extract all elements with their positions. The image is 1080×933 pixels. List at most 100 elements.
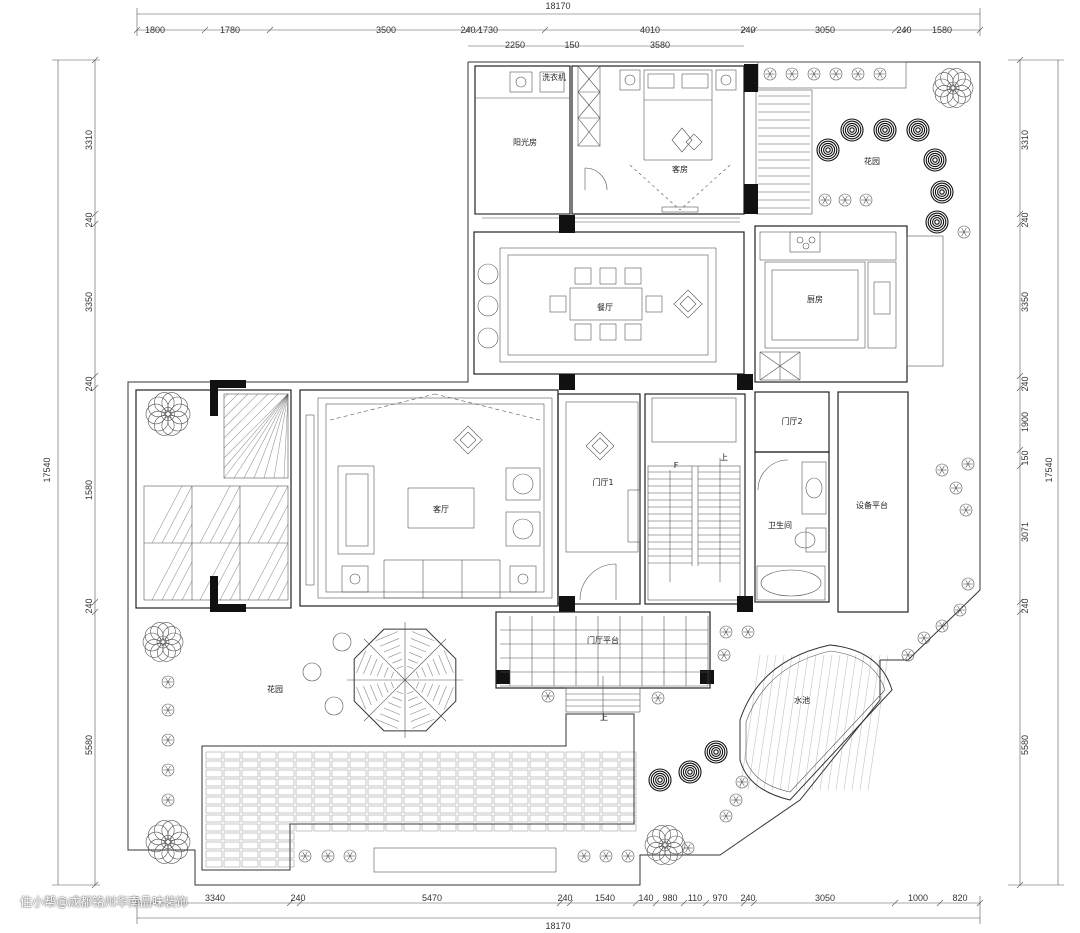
shrub	[729, 793, 743, 807]
paver	[583, 796, 601, 805]
hatch-line	[229, 523, 241, 544]
hatch-line	[219, 504, 241, 544]
left-dim-label: 240	[84, 212, 94, 227]
paver	[457, 760, 475, 769]
pool-line	[779, 654, 801, 791]
guest-bedroom: 客房	[571, 65, 745, 223]
shrub	[851, 67, 865, 81]
umbrella-hatch	[406, 665, 414, 670]
paver	[223, 805, 241, 814]
hatch-line	[223, 393, 289, 479]
paver	[241, 805, 259, 814]
paver	[241, 796, 259, 805]
bottom-dim-label: 240	[290, 893, 305, 903]
stair-outline	[647, 465, 741, 601]
sunroom: 洗衣机 阳光房	[474, 65, 571, 219]
top-dim2-label: 150	[564, 40, 579, 50]
paver	[511, 769, 529, 778]
hatch-line	[219, 561, 241, 601]
umbrella-hatch	[356, 686, 367, 710]
top-dim-label: 1730	[478, 25, 498, 35]
equipment-label: 设备平台	[856, 500, 888, 510]
dim-tick	[91, 56, 99, 64]
top-dim-label: 1780	[220, 25, 240, 35]
shrub	[917, 631, 931, 645]
paver	[295, 805, 313, 814]
dim-tick	[1016, 210, 1024, 218]
dim-tick	[680, 899, 688, 907]
umbrella-rib	[363, 638, 406, 681]
foyer-1: 门厅1	[557, 393, 641, 605]
paver	[511, 805, 529, 814]
right-dim-label: 1900	[1020, 412, 1030, 432]
paver	[475, 796, 493, 805]
paver	[277, 769, 295, 778]
hatch-line	[161, 542, 193, 601]
paver	[565, 787, 583, 796]
paver	[439, 769, 457, 778]
paver	[511, 814, 529, 823]
paver	[277, 778, 295, 787]
stair-down-label: F	[674, 461, 679, 470]
living-label: 客厅	[433, 504, 449, 514]
paver	[403, 760, 421, 769]
hatch-line	[199, 542, 231, 601]
umbrella-hatch	[396, 690, 404, 695]
paver	[421, 760, 439, 769]
paver	[457, 778, 475, 787]
paver	[385, 787, 403, 796]
paver	[619, 796, 637, 805]
dim-tick	[464, 26, 472, 34]
paver	[547, 805, 565, 814]
columns	[496, 64, 758, 684]
umbrella-hatch	[415, 681, 420, 689]
paver	[601, 814, 619, 823]
paver	[313, 751, 331, 760]
shrub	[161, 793, 175, 807]
dim-tick	[541, 26, 549, 34]
top-dim-label: 1580	[932, 25, 952, 35]
paver	[403, 796, 421, 805]
paver	[529, 805, 547, 814]
paver	[457, 751, 475, 760]
shrub	[161, 763, 175, 777]
paver	[529, 760, 547, 769]
bottom-dim-label: 240	[740, 893, 755, 903]
paver	[493, 814, 511, 823]
hatch-line	[199, 485, 231, 544]
paver	[349, 751, 367, 760]
top-dim-label: 240	[896, 25, 911, 35]
left-dim-label: 5580	[84, 735, 94, 755]
paver	[223, 778, 241, 787]
umbrella-hatch	[383, 645, 401, 653]
dim-tick	[1016, 881, 1024, 889]
ring-plant	[923, 148, 947, 172]
paver	[259, 778, 277, 787]
ring-plant	[840, 118, 864, 142]
column	[559, 215, 575, 233]
paver	[223, 751, 241, 760]
stair-up-label: 上	[720, 453, 728, 462]
paver	[457, 796, 475, 805]
right-dim-label: 240	[1020, 598, 1030, 613]
umbrella-hatch	[432, 658, 440, 676]
paver	[619, 805, 637, 814]
dim-tick	[1016, 384, 1024, 392]
left-dim-label: 240	[84, 598, 94, 613]
right-dim-label: 5580	[1020, 735, 1030, 755]
umbrella-hatch	[388, 702, 402, 708]
paver	[439, 778, 457, 787]
paver	[241, 769, 259, 778]
shrub	[763, 67, 777, 81]
paver	[277, 751, 295, 760]
paver	[313, 787, 331, 796]
bathroom-label: 卫生间	[768, 520, 792, 530]
paver	[403, 778, 421, 787]
paver	[349, 823, 367, 832]
umbrella-hatch	[363, 685, 372, 706]
shrubs	[161, 67, 975, 863]
ring-plant	[678, 760, 702, 784]
shrub	[807, 67, 821, 81]
paver	[529, 823, 547, 832]
